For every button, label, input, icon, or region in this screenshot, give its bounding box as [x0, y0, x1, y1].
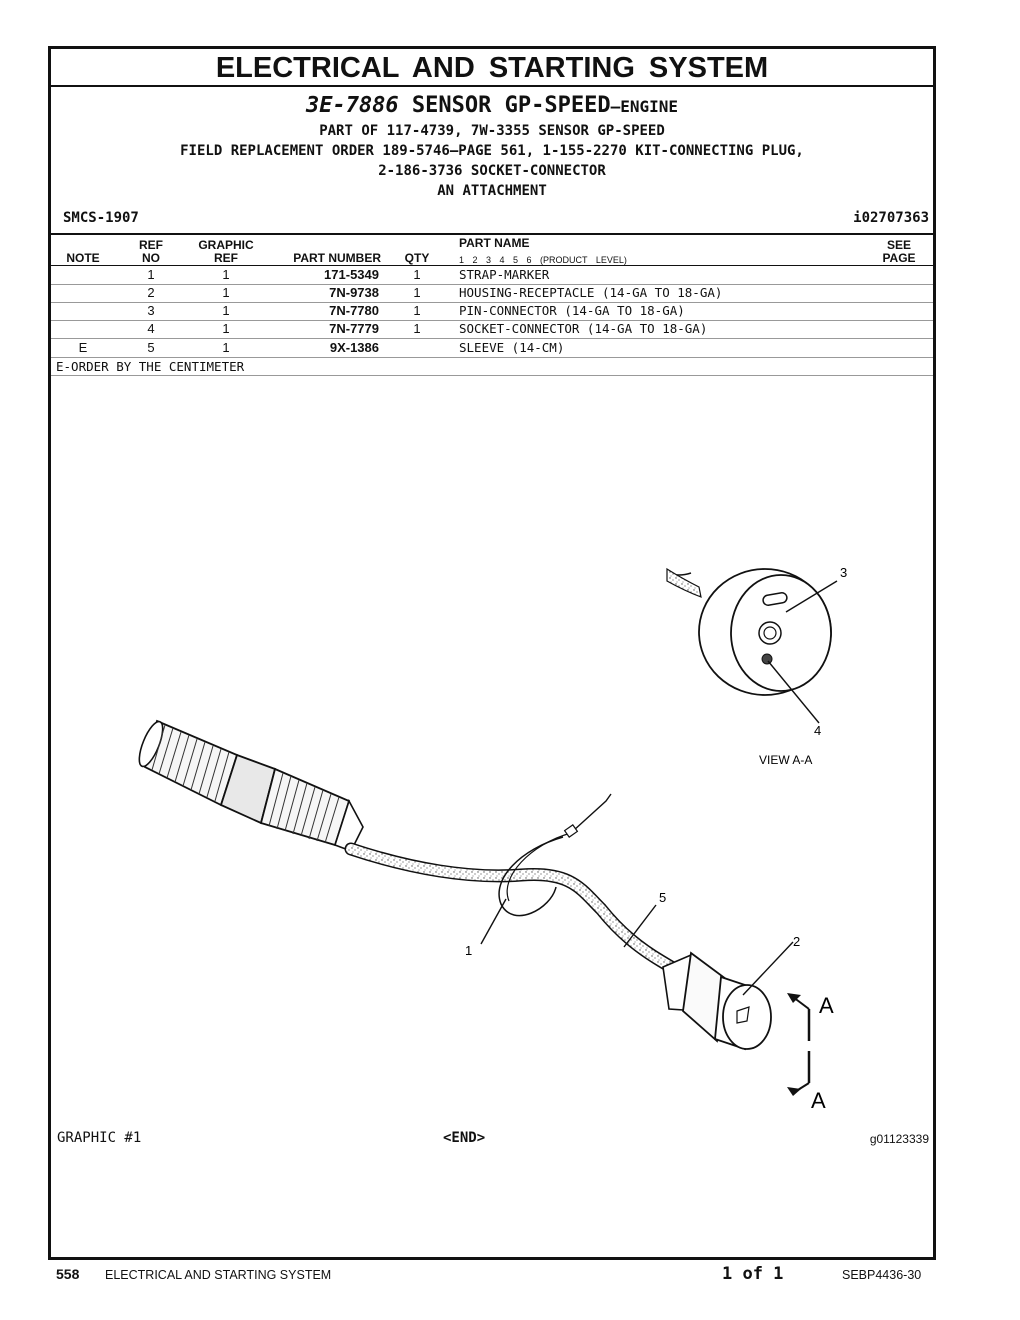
- smcs-code: SMCS-1907: [63, 210, 139, 226]
- table-row: 1 1 171-5349 1 STRAP-MARKER: [51, 265, 933, 285]
- row-part-number[interactable]: 7N-7780: [329, 303, 379, 318]
- footer-page-number: 558: [56, 1266, 80, 1282]
- table-row: 2 1 7N-9738 1 HOUSING-RECEPTACLE (14-GA …: [51, 284, 933, 303]
- row-qty: 1: [413, 321, 421, 336]
- row-part-name: SLEEVE (14-CM): [459, 340, 565, 355]
- pin-slot: [762, 592, 788, 606]
- connector-end-view: [666, 567, 838, 724]
- product-levels: 1 2 3 4 5 6 (PRODUCT LEVEL): [459, 255, 627, 265]
- part-heading: 3E-7886 SENSOR GP-SPEED—ENGINE: [51, 93, 933, 118]
- col-header-graphic: GRAPHIC: [198, 238, 254, 252]
- col-header-ref: REF: [139, 238, 163, 252]
- view-label: VIEW A-A: [759, 753, 812, 767]
- table-row: 4 1 7N-7779 1 SOCKET-CONNECTOR (14-GA TO…: [51, 320, 933, 339]
- row-ref: 1: [147, 267, 155, 282]
- leader-2: [742, 941, 794, 996]
- table-note-row: E-ORDER BY THE CENTIMETER: [51, 357, 933, 376]
- section-label-top: A: [819, 993, 834, 1018]
- callout-3: 3: [840, 565, 847, 580]
- leader-4: [767, 660, 820, 724]
- table-row: E 5 1 9X-1386 SLEEVE (14-CM): [51, 339, 933, 358]
- field-replacement-line-2: 2-186-3736 SOCKET-CONNECTOR: [378, 163, 606, 179]
- row-qty: 1: [413, 303, 421, 318]
- section-label-bottom: A: [811, 1088, 826, 1113]
- page-frame: ELECTRICAL AND STARTING SYSTEM 3E-7886 S…: [48, 46, 936, 1260]
- table-top-rule: [51, 233, 933, 235]
- row-part-number[interactable]: 171-5349: [324, 267, 379, 282]
- leader-5: [623, 904, 657, 948]
- col-header-graphic-ref: REF: [214, 251, 238, 265]
- attachment-line: AN ATTACHMENT: [437, 183, 547, 199]
- row-ref: 3: [147, 303, 155, 318]
- row-part-name: HOUSING-RECEPTACLE (14-GA TO 18-GA): [459, 285, 723, 300]
- graphic-label: GRAPHIC #1: [57, 1130, 142, 1146]
- col-header-page: PAGE: [882, 251, 916, 265]
- col-header-part-name: PART NAME: [459, 236, 530, 250]
- leader-3: [785, 580, 838, 613]
- part-number-heading: 3E-7886: [305, 93, 399, 118]
- cable-stub: [666, 567, 702, 598]
- row-qty: 1: [413, 285, 421, 300]
- callout-1: 1: [465, 943, 472, 958]
- col-header-see: SEE: [886, 238, 911, 252]
- row-ref: 2: [147, 285, 155, 300]
- row-qty: 1: [413, 267, 421, 282]
- title-bar: ELECTRICAL AND STARTING SYSTEM: [51, 49, 933, 87]
- row-note: E: [78, 340, 88, 355]
- row-ref: 5: [147, 340, 155, 355]
- parts-illustration: 3 4 VIEW A-A: [138, 565, 847, 1113]
- part-suffix-heading: —ENGINE: [610, 97, 679, 116]
- graphic-id: g01123339: [869, 1132, 929, 1146]
- row-graphic-ref: 1: [222, 285, 230, 300]
- housing-receptacle: [662, 941, 794, 1051]
- row-part-number[interactable]: 9X-1386: [329, 340, 379, 355]
- table-note: E-ORDER BY THE CENTIMETER: [56, 359, 245, 374]
- row-graphic-ref: 1: [222, 321, 230, 336]
- footer-section-title: ELECTRICAL AND STARTING SYSTEM: [105, 1268, 332, 1282]
- col-header-ref-no: NO: [142, 251, 160, 265]
- col-header-qty: QTY: [404, 251, 430, 265]
- row-part-name: PIN-CONNECTOR (14-GA TO 18-GA): [459, 303, 685, 318]
- strap-marker: [480, 793, 612, 945]
- row-part-name: STRAP-MARKER: [459, 267, 550, 282]
- speed-sensor: [138, 719, 364, 853]
- document-id: i02707363: [853, 210, 929, 226]
- table-row: 3 1 7N-7780 1 PIN-CONNECTOR (14-GA TO 18…: [51, 302, 933, 321]
- col-header-note: NOTE: [66, 251, 100, 265]
- row-graphic-ref: 1: [222, 340, 230, 355]
- callout-2: 2: [793, 934, 800, 949]
- footer-page-count: 1 of 1: [722, 1264, 784, 1284]
- page-title: ELECTRICAL AND STARTING SYSTEM: [215, 52, 769, 84]
- col-header-part-number: PART NUMBER: [293, 251, 381, 265]
- row-part-number[interactable]: 7N-9738: [329, 285, 379, 300]
- row-graphic-ref: 1: [222, 267, 230, 282]
- center-hole-inner: [763, 626, 777, 640]
- callout-5: 5: [659, 890, 666, 905]
- field-replacement-line-1: FIELD REPLACEMENT ORDER 189-5746—PAGE 56…: [180, 143, 804, 159]
- footer-document-number: SEBP4436-30: [842, 1268, 922, 1282]
- socket-hole: [761, 653, 773, 665]
- section-marker: [787, 993, 811, 1096]
- part-name-heading: SENSOR GP-SPEED: [411, 93, 611, 118]
- row-ref: 4: [147, 321, 155, 336]
- end-marker: <END>: [443, 1130, 486, 1146]
- part-of-line: PART OF 117-4739, 7W-3355 SENSOR GP-SPEE…: [319, 123, 665, 139]
- callout-4: 4: [814, 723, 821, 738]
- leader-1: [480, 898, 507, 945]
- row-graphic-ref: 1: [222, 303, 230, 318]
- row-part-name: SOCKET-CONNECTOR (14-GA TO 18-GA): [459, 321, 708, 336]
- row-part-number[interactable]: 7N-7779: [329, 321, 379, 336]
